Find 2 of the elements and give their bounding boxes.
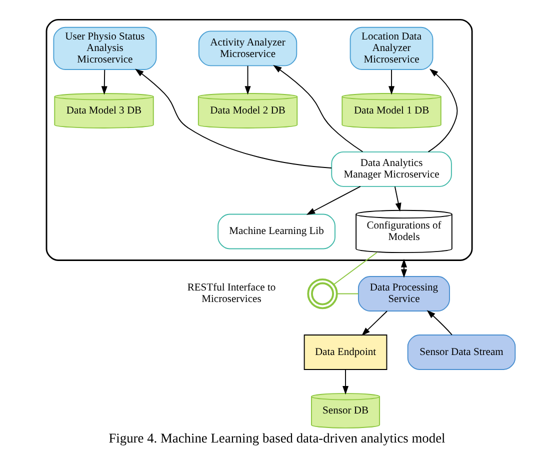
node-label: RESTful Interface to Microservices	[187, 282, 276, 306]
caption: Figure 4. Machine Learning based data-driven analytics model	[108, 430, 446, 446]
